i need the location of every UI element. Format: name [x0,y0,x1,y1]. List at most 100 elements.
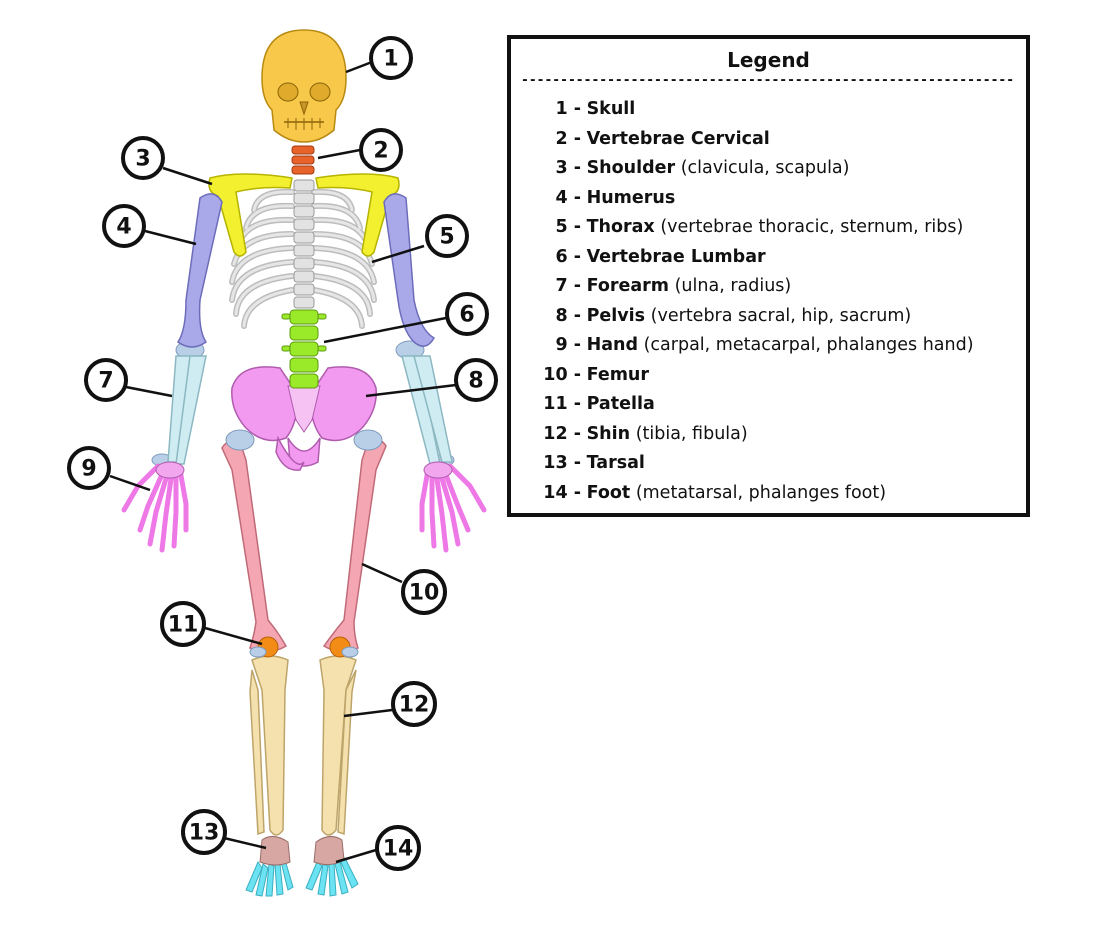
marker-12: 12 [391,681,437,727]
leader-9 [109,474,151,492]
leader-11 [204,626,263,646]
markers: 1 2 3 4 5 6 7 8 9 10 11 12 13 14 [67,36,498,871]
legend-item: 7 - Forearm (ulna, radius) [521,272,1016,302]
leader-5 [371,244,425,264]
legend-item-detail: (carpal, metacarpal, phalanges hand) [643,335,974,355]
marker-12-label: 12 [399,693,430,718]
legend-item-detail: (vertebrae thoracic, sternum, ribs) [660,217,964,237]
legend-item-detail: (clavicula, scapula) [680,158,850,178]
legend-item: 6 - Vertebrae Lumbar [521,243,1016,273]
legend-item-number: 7 - [555,276,581,296]
legend-item-name: Femur [586,364,650,385]
marker-7-label: 7 [98,369,113,394]
marker-7: 7 [84,358,128,402]
legend-item-number: 1 - [555,99,581,119]
legend-item: 10 - Femur [521,361,1016,391]
legend-item: 3 - Shoulder (clavicula, scapula) [521,154,1016,184]
legend-item-detail: (tibia, fibula) [635,423,748,444]
legend-item-name: Vertebrae Lumbar [586,246,766,267]
leader-7 [125,385,173,398]
marker-3: 3 [121,136,165,180]
legend-item-number: 13 - [543,453,581,473]
leader-1 [345,60,373,74]
femurs [221,439,387,653]
marker-2: 2 [359,128,403,172]
leader-2 [317,148,361,160]
marker-13: 13 [181,809,227,855]
legend-list: 1 - Skull 2 - Vertebrae Cervical 3 - Sho… [521,95,1016,508]
marker-6-label: 6 [459,303,474,328]
forearms [167,355,453,465]
legend-item: 11 - Patella [521,390,1016,420]
pelvis [231,366,377,471]
marker-6: 6 [445,292,489,336]
legend-item-detail: (vertebra sacral, hip, sacrum) [650,305,912,326]
leader-10 [361,562,403,584]
marker-14: 14 [375,825,421,871]
leader-4 [144,229,197,246]
legend-item: 9 - Hand (carpal, metacarpal, phalanges … [521,331,1016,361]
legend-item: 2 - Vertebrae Cervical [521,125,1016,155]
leader-lines [109,60,457,864]
leader-14 [335,848,377,864]
legend-item-number: 14 - [543,482,581,503]
legend-item-name: Pelvis [586,305,646,326]
legend-item-number: 12 - [543,423,581,444]
legend-item-number: 10 - [543,364,581,385]
legend-title: Legend [727,48,810,72]
marker-1: 1 [369,36,413,80]
legend-item-name: Hand [586,335,639,355]
marker-11-label: 11 [168,613,199,638]
legend-item-number: 2 - [555,128,581,149]
leader-6 [323,316,447,344]
legend-item-name: Thorax [586,217,655,237]
legend-item-name: Shoulder [586,158,676,178]
legend-item-name: Foot [586,482,631,503]
thoracic-spine [293,179,315,309]
patellae [257,636,351,658]
leader-12 [343,708,393,718]
legend-item-detail: (ulna, radius) [674,276,792,296]
cervical-spine [291,145,315,175]
marker-11: 11 [160,601,206,647]
legend-item-number: 5 - [555,217,581,237]
marker-8: 8 [454,358,498,402]
legend-item: 4 - Humerus [521,184,1016,214]
marker-10: 10 [401,569,447,615]
marker-3-label: 3 [135,147,150,172]
legend-item: 5 - Thorax (vertebrae thoracic, sternum,… [521,213,1016,243]
tarsals [259,836,345,866]
legend-item-name: Shin [586,423,631,444]
legend-item-name: Patella [586,394,655,414]
marker-10-label: 10 [409,581,440,606]
legend-item-number: 6 - [555,246,581,267]
leader-13 [223,836,267,850]
legend-item: 12 - Shin (tibia, fibula) [521,420,1016,450]
legend-box: Legend ---------------------------------… [507,35,1030,517]
legend-item-name: Tarsal [586,453,645,473]
legend-item-detail: (metatarsal, phalanges foot) [635,482,887,503]
marker-9: 9 [67,446,111,490]
humeri [176,193,436,348]
leader-3 [162,166,213,186]
legend-item-number: 4 - [555,187,581,208]
legend-divider: ----------------------------------------… [521,75,1016,87]
legend-item: 14 - Foot (metatarsal, phalanges foot) [521,479,1016,509]
lumbar-spine [281,309,327,389]
marker-9-label: 9 [81,457,96,482]
legend-item-name: Skull [586,99,636,119]
hands [121,463,487,553]
legend-item-number: 11 - [543,394,581,414]
legend-item-name: Forearm [586,276,670,296]
marker-5: 5 [425,214,469,258]
marker-8-label: 8 [468,369,483,394]
marker-13-label: 13 [189,821,220,846]
legend-item-name: Vertebrae Cervical [586,128,770,149]
feet [245,857,359,897]
legend-item-number: 3 - [555,158,581,178]
legend-item: 1 - Skull [521,95,1016,125]
leader-8 [365,383,457,398]
marker-1-label: 1 [383,47,398,72]
legend-item-number: 9 - [555,335,581,355]
